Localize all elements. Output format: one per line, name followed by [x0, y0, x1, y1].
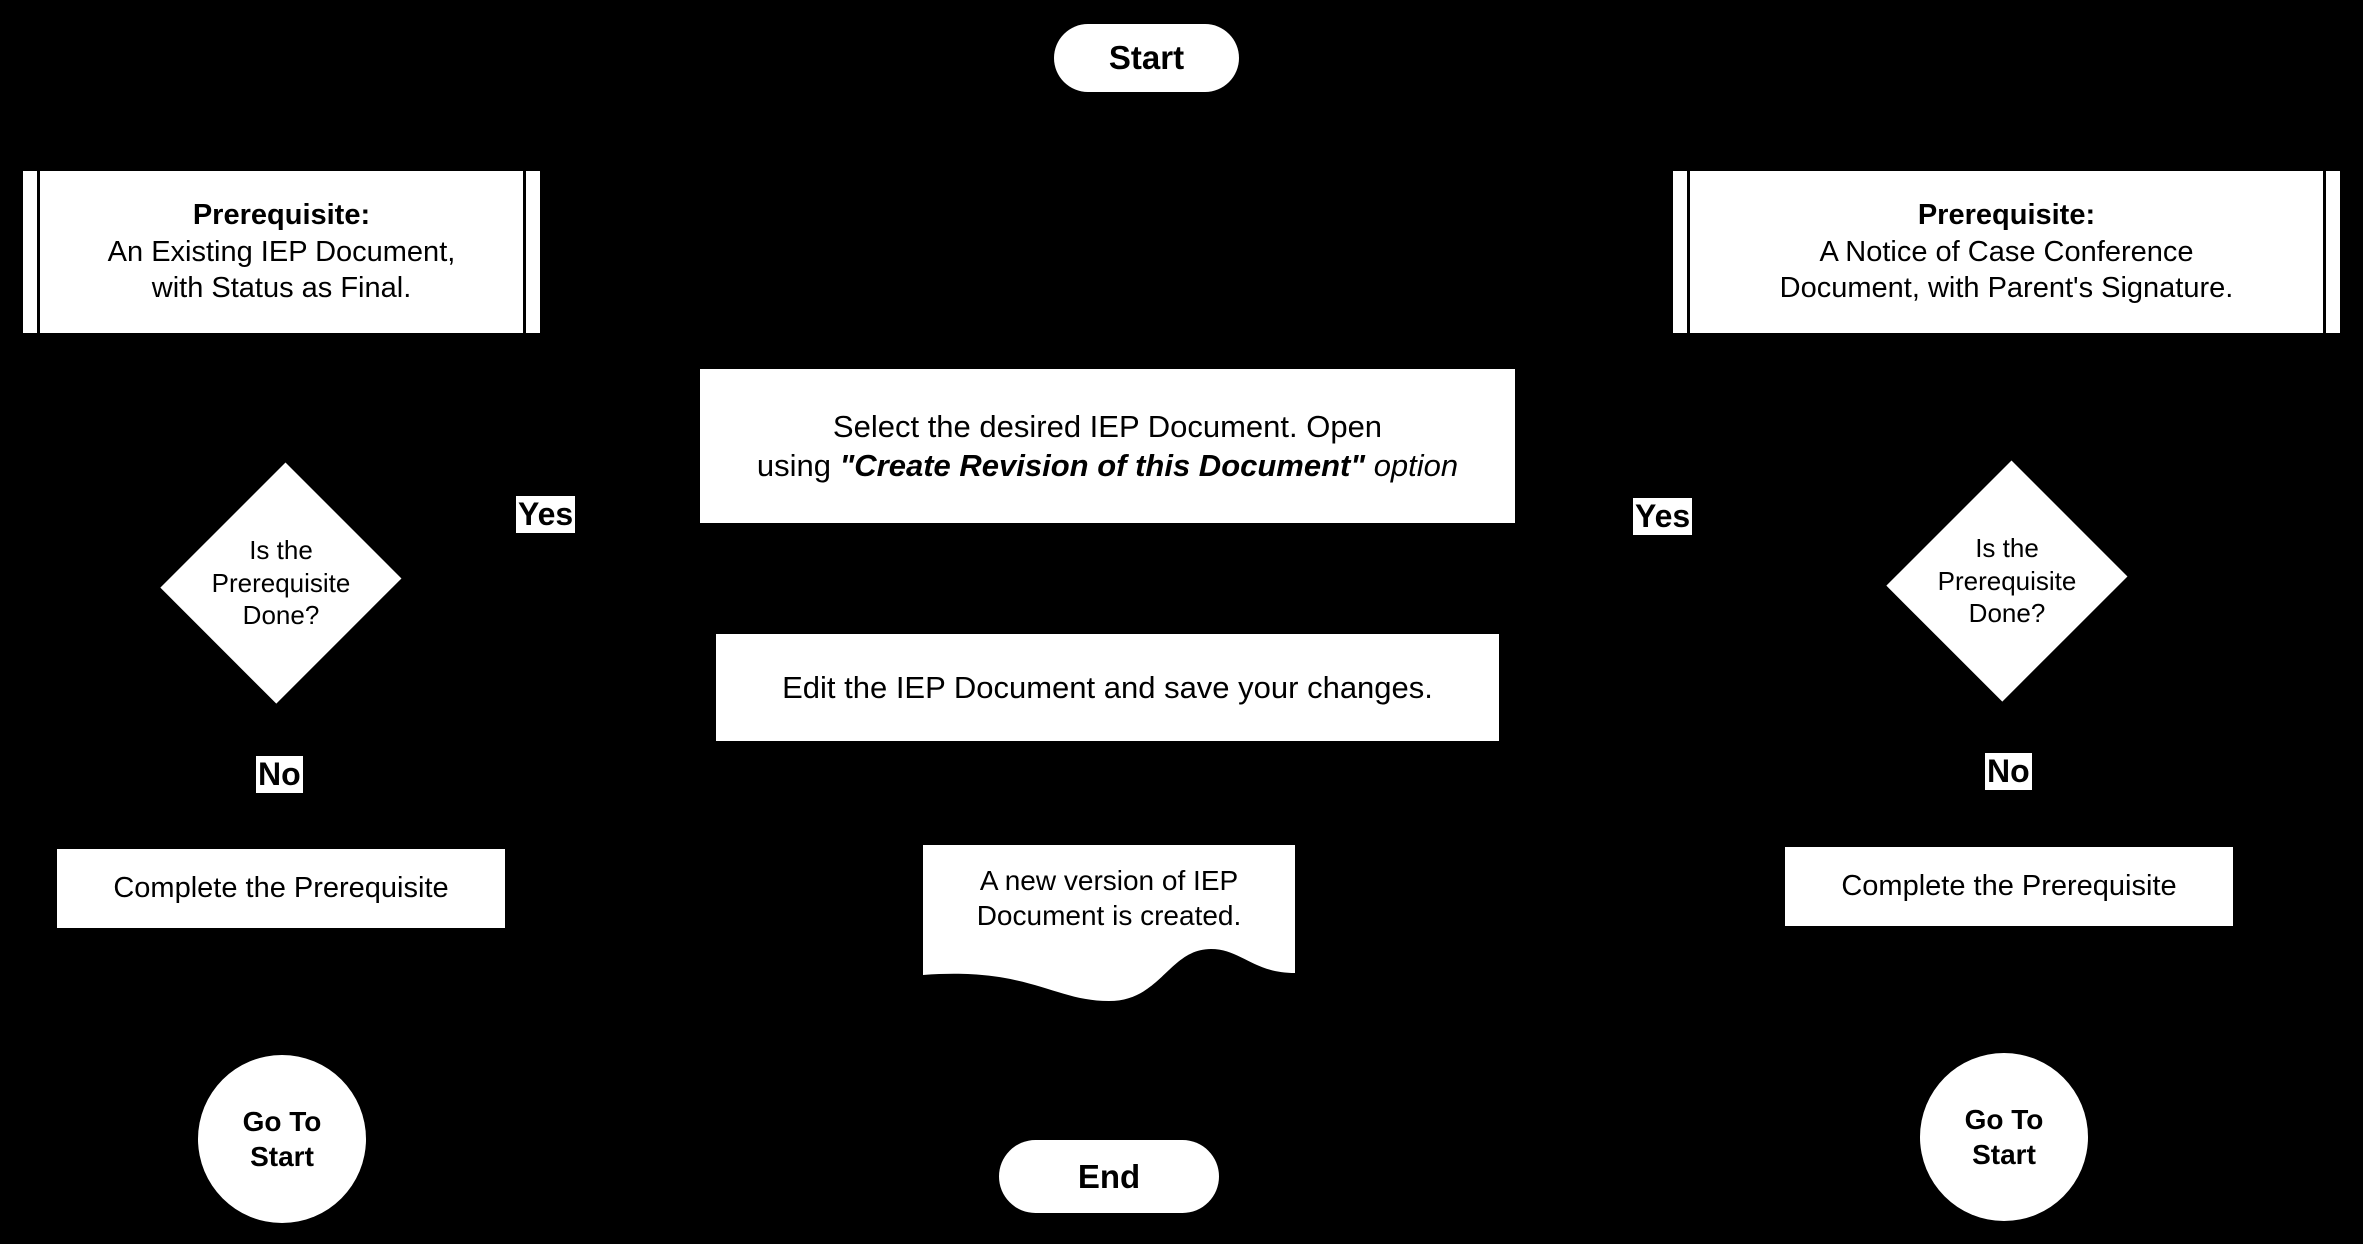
node-decision-right[interactable]: Is the Prerequisite Done? — [1886, 456, 2128, 706]
select-document-line2-suffix: option — [1365, 448, 1459, 483]
node-edit-document-label: Edit the IEP Document and save your chan… — [782, 669, 1433, 705]
node-decision-left-text: Is the Prerequisite Done? — [191, 534, 372, 632]
goto-start-right-line2: Start — [1972, 1139, 2036, 1170]
node-new-version-document[interactable]: A new version of IEP Document is created… — [923, 845, 1295, 1005]
node-edit-document[interactable]: Edit the IEP Document and save your chan… — [716, 634, 1499, 741]
decision-right-line2: Prerequisite — [1937, 565, 2077, 596]
node-decision-left[interactable]: Is the Prerequisite Done? — [160, 458, 402, 708]
node-end[interactable]: End — [999, 1140, 1219, 1213]
goto-start-right-line1: Go To — [1964, 1103, 2044, 1135]
edge-label-left-no-text: No — [258, 756, 301, 792]
node-new-version-document-text: A new version of IEP Document is created… — [923, 863, 1295, 934]
node-start[interactable]: Start — [1054, 24, 1239, 92]
edge-label-right-no-text: No — [1987, 753, 2030, 789]
node-prerequisite-right[interactable]: Prerequisite: A Notice of Case Conferenc… — [1673, 171, 2340, 333]
node-goto-start-left[interactable]: Go To Start — [198, 1055, 366, 1223]
node-prerequisite-left[interactable]: Prerequisite: An Existing IEP Document, … — [23, 171, 540, 333]
node-complete-prerequisite-right-label: Complete the Prerequisite — [1841, 870, 2177, 903]
goto-start-left-line1: Go To — [242, 1105, 322, 1137]
select-document-line2-prefix: using — [756, 448, 840, 483]
node-complete-prerequisite-left[interactable]: Complete the Prerequisite — [57, 849, 505, 928]
prerequisite-right-line2: Document, with Parent's Signature. — [1779, 272, 2234, 305]
node-complete-prerequisite-left-label: Complete the Prerequisite — [113, 872, 449, 905]
node-goto-start-left-text: Go To Start — [243, 1104, 322, 1175]
node-end-label: End — [1077, 1157, 1141, 1195]
decision-left-line3: Done? — [242, 600, 320, 631]
predef-bar-right — [2323, 171, 2326, 333]
edge-label-right-yes: Yes — [1633, 498, 1693, 536]
decision-right-line3: Done? — [1968, 598, 2046, 629]
prerequisite-right-line1: A Notice of Case Conference — [1819, 235, 2194, 268]
node-prerequisite-left-text: Prerequisite: An Existing IEP Document, … — [23, 197, 540, 307]
predef-bar-left — [1687, 171, 1690, 333]
prerequisite-left-line2: with Status as Final. — [151, 272, 412, 305]
edge-label-left-no: No — [256, 756, 303, 794]
document-shape-icon — [923, 845, 1295, 1001]
node-goto-start-right[interactable]: Go To Start — [1920, 1053, 2088, 1221]
node-select-document[interactable]: Select the desired IEP Document. Open us… — [700, 369, 1515, 523]
select-document-line2-quoted: "Create Revision of this Document" — [839, 448, 1366, 483]
decision-left-line1: Is the — [249, 534, 313, 565]
edge-label-right-yes-text: Yes — [1635, 498, 1691, 534]
decision-right-line1: Is the — [1975, 532, 2039, 563]
prerequisite-left-heading: Prerequisite: — [192, 199, 371, 232]
predef-bar-left — [37, 171, 40, 333]
goto-start-left-line2: Start — [250, 1141, 314, 1172]
edge-label-left-yes: Yes — [516, 496, 576, 534]
node-select-document-text: Select the desired IEP Document. Open us… — [739, 407, 1476, 485]
node-decision-right-text: Is the Prerequisite Done? — [1917, 532, 2098, 630]
prerequisite-left-line1: An Existing IEP Document, — [107, 235, 456, 268]
decision-left-line2: Prerequisite — [211, 567, 351, 598]
node-prerequisite-right-text: Prerequisite: A Notice of Case Conferenc… — [1673, 197, 2340, 307]
predef-bar-right — [523, 171, 526, 333]
edge-label-left-yes-text: Yes — [518, 496, 574, 532]
new-version-line2: Document is created. — [976, 900, 1242, 932]
node-goto-start-right-text: Go To Start — [1965, 1102, 2044, 1173]
prerequisite-right-heading: Prerequisite: — [1917, 199, 2096, 232]
new-version-line1: A new version of IEP — [979, 865, 1239, 896]
node-start-label: Start — [1108, 39, 1185, 77]
node-complete-prerequisite-right[interactable]: Complete the Prerequisite — [1785, 847, 2233, 926]
select-document-line1: Select the desired IEP Document. Open — [832, 408, 1383, 444]
edge-label-right-no: No — [1985, 753, 2032, 791]
